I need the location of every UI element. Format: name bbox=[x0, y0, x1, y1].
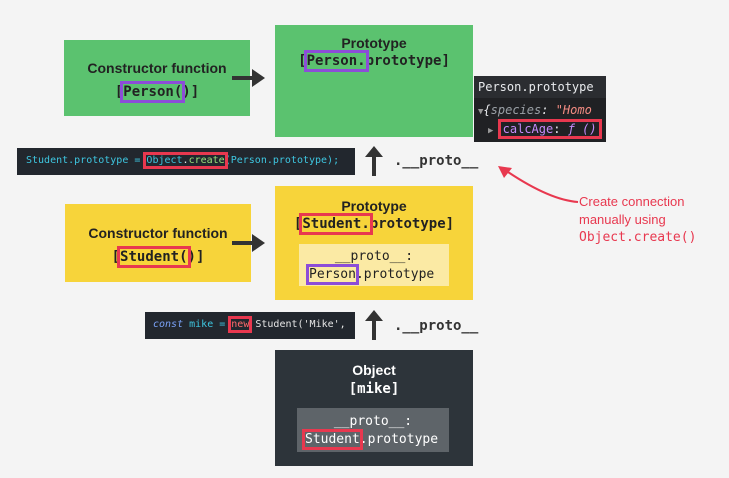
caret-right-icon: ▶ bbox=[488, 126, 494, 136]
proto-link-label-2: .__proto__ bbox=[394, 318, 479, 334]
code-new-student: const mike = new Student('Mike', bbox=[145, 312, 355, 339]
object-create-highlight: Object.create bbox=[143, 152, 228, 169]
arrow-right-icon bbox=[232, 69, 265, 87]
person-name-highlight: Person( bbox=[120, 81, 186, 103]
student-constructor-title: Constructor function bbox=[88, 225, 228, 241]
console-line-calcage: ▶ calcAge: ƒ () bbox=[488, 119, 602, 139]
student-constructor-box: Constructor function [Student()] bbox=[65, 204, 251, 282]
student-constructor-code: [Student()] bbox=[111, 246, 205, 268]
person-constructor-box: Constructor function [Person()] bbox=[64, 40, 250, 116]
person-prototype-title: Prototype bbox=[341, 35, 407, 51]
student-prototype-title: Prototype bbox=[341, 198, 407, 214]
inner-student-highlight: Student bbox=[302, 429, 363, 450]
student-name-highlight: Student( bbox=[117, 246, 191, 268]
person-prototype-highlight: Person. bbox=[303, 50, 369, 72]
code-object-create: Student.prototype = Object.create(Person… bbox=[17, 148, 355, 175]
student-prototype-code: [Student.prototype] bbox=[293, 213, 455, 235]
person-prototype-code: [Person.prototype] bbox=[298, 50, 450, 72]
object-title: Object bbox=[352, 362, 396, 378]
calcage-highlight: calcAge: ƒ () bbox=[497, 119, 602, 139]
caret-down-icon: ▼ bbox=[478, 107, 484, 117]
arrow-right-icon bbox=[232, 234, 265, 252]
mike-proto-inner: __proto__: Student.prototype bbox=[297, 408, 449, 452]
student-prototype-highlight: Student. bbox=[299, 213, 373, 235]
console-panel: Person.prototype ▼{species: "Homo ▶ calc… bbox=[474, 76, 606, 142]
arrow-up-icon bbox=[365, 310, 383, 340]
console-line-species: ▼{species: "Homo bbox=[478, 103, 592, 117]
console-header: Person.prototype bbox=[478, 80, 594, 94]
inner-person-highlight: Person bbox=[306, 264, 359, 285]
annotation: Create connection manually using Object.… bbox=[579, 194, 697, 245]
person-constructor-title: Constructor function bbox=[87, 60, 227, 76]
student-prototype-box: Prototype [Student.prototype] __proto__:… bbox=[275, 186, 473, 300]
person-constructor-code: [Person()] bbox=[114, 81, 200, 103]
mike-object-box: Object [mike] __proto__: Student.prototy… bbox=[275, 350, 473, 466]
student-proto-inner: __proto__: Person.prototype bbox=[299, 244, 449, 286]
person-prototype-box: Prototype [Person.prototype] bbox=[275, 25, 473, 137]
arrow-up-icon bbox=[365, 146, 383, 176]
new-keyword-highlight: new bbox=[228, 316, 253, 333]
curved-arrow-icon bbox=[498, 166, 579, 203]
proto-link-label-1: .__proto__ bbox=[394, 153, 479, 169]
object-name: [mike] bbox=[348, 381, 400, 397]
